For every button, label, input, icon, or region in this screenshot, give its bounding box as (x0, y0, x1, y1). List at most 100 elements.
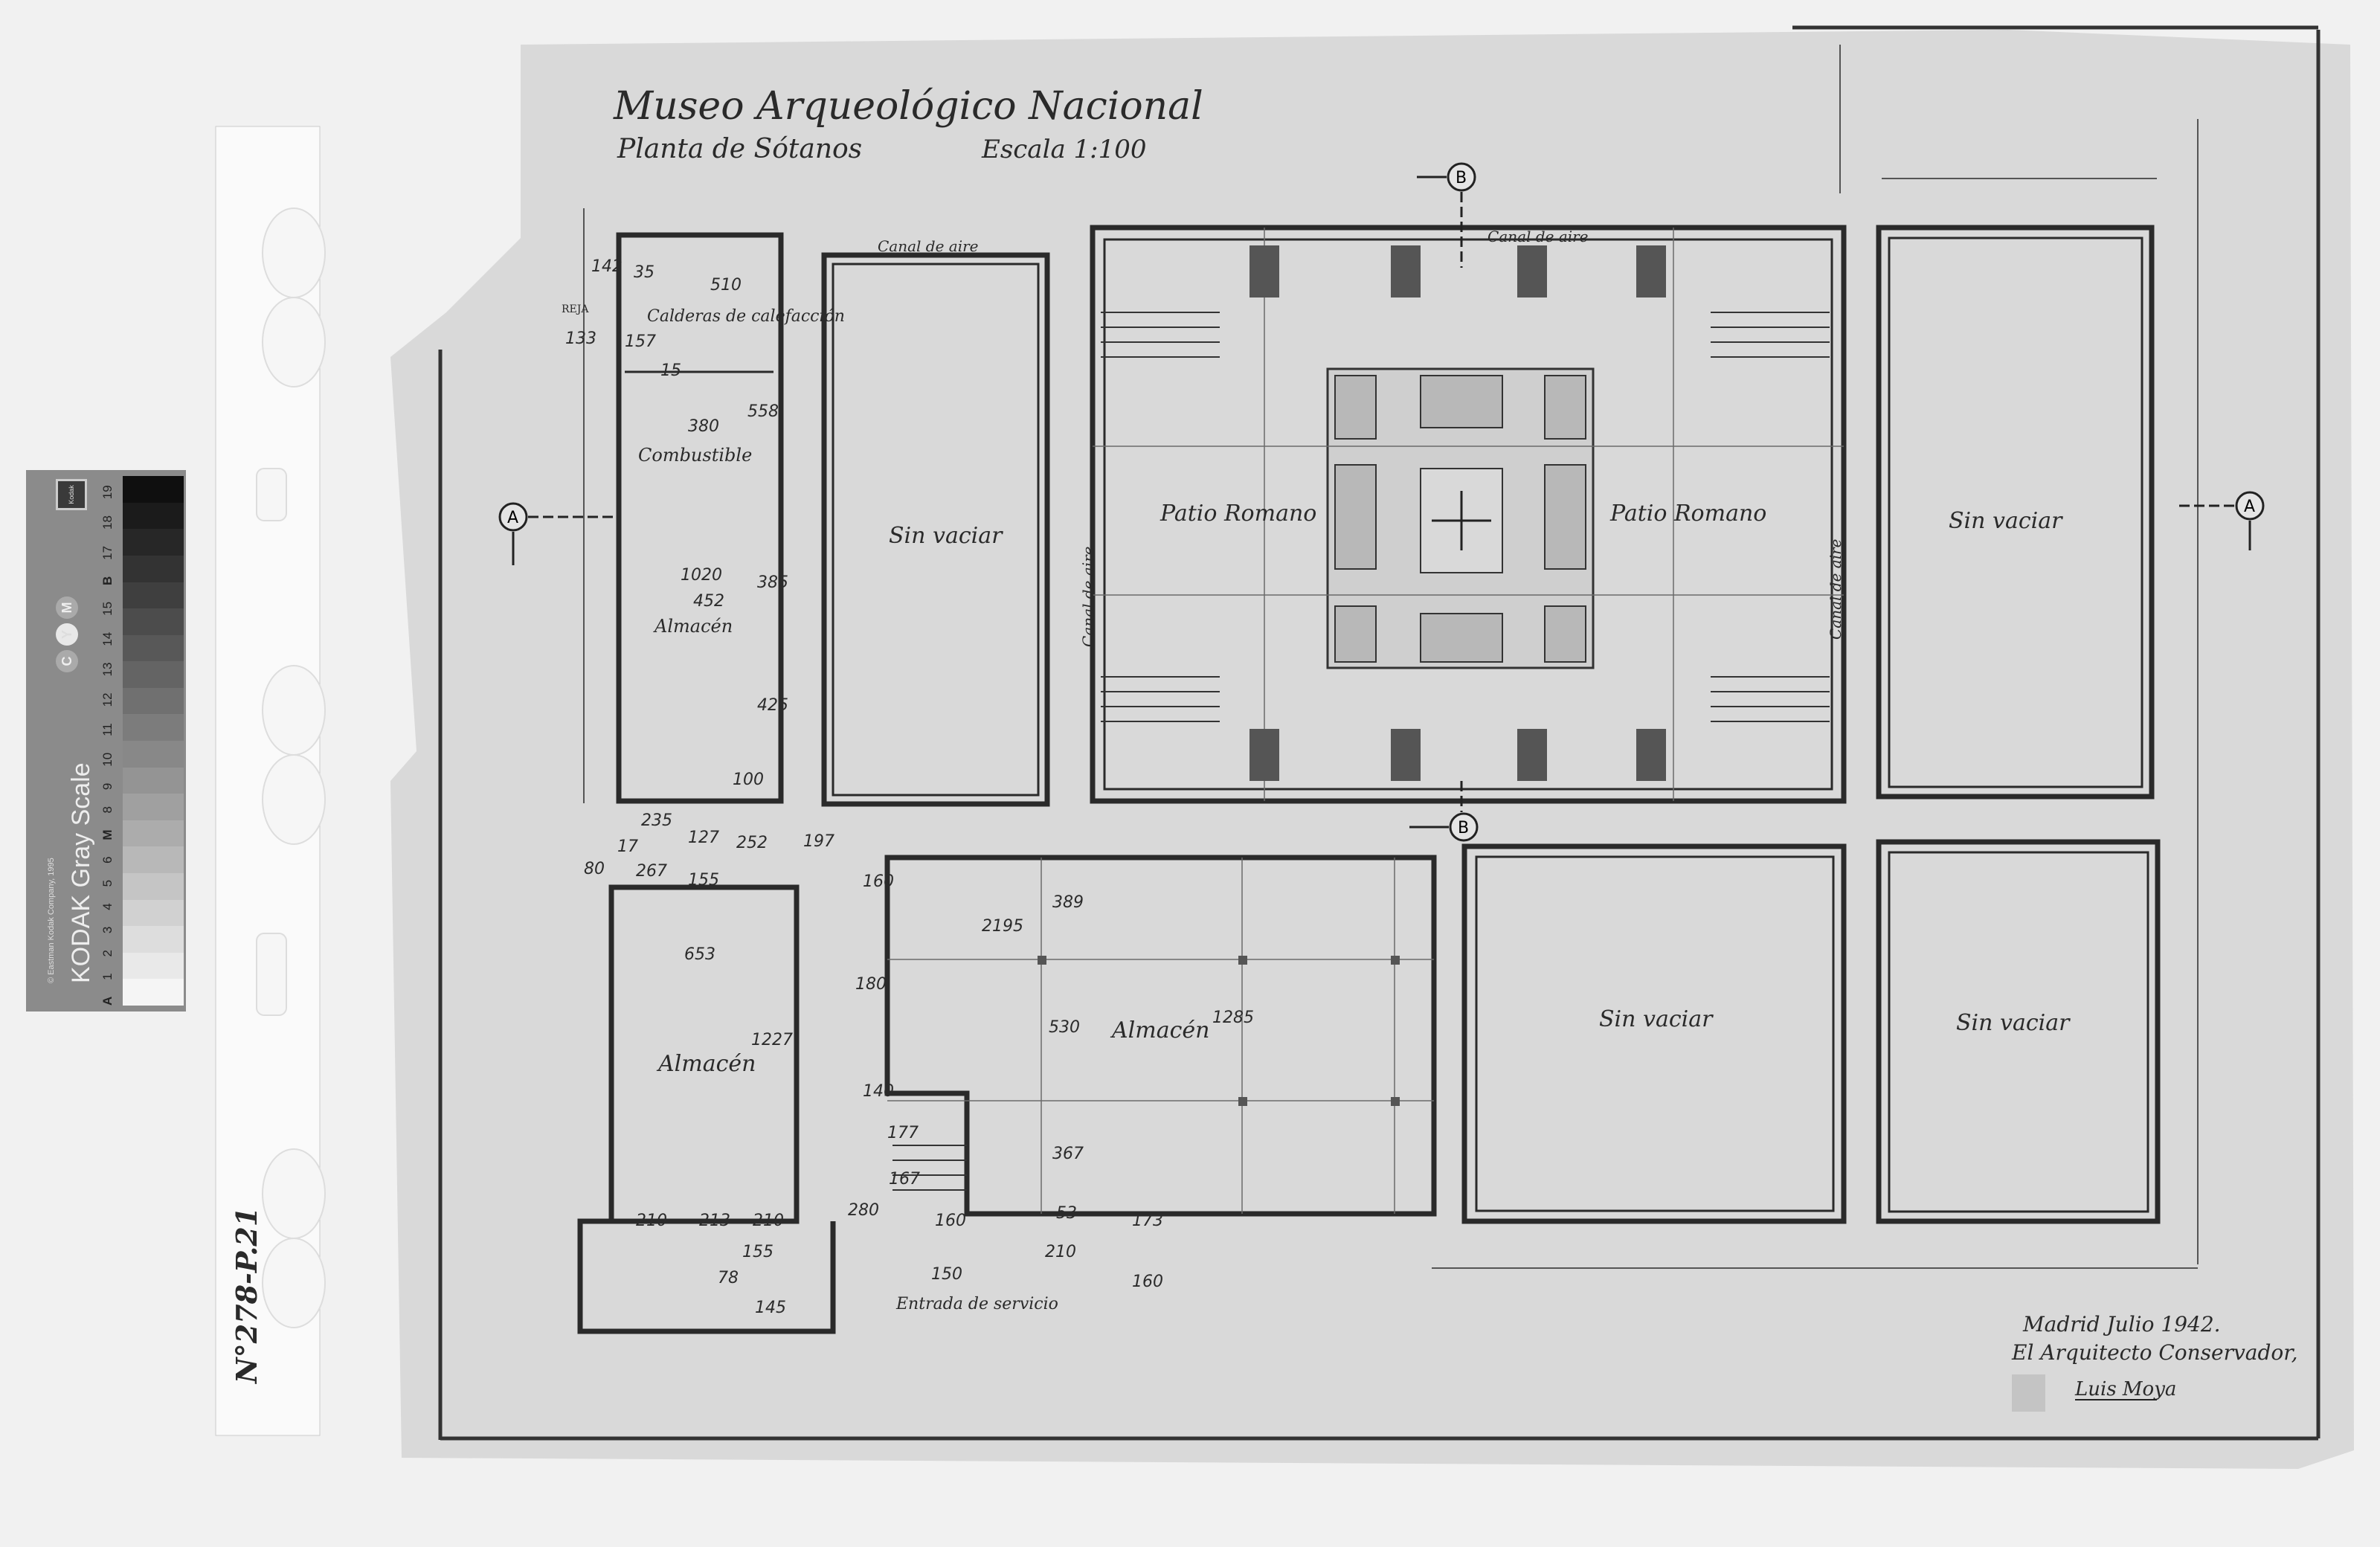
room-label-combustible: Combustible (638, 445, 752, 466)
gray-patches (123, 476, 184, 1006)
patch-label: 15 (100, 601, 115, 616)
color-dots: C Y M (56, 596, 78, 672)
sin-vaciar-room-1 (821, 252, 1050, 807)
gray-patch (123, 687, 184, 715)
patch-label: 6 (100, 856, 115, 863)
dimension: 160 (935, 1212, 966, 1230)
room-label-patio-romano-1: Patio Romano (1160, 501, 1316, 527)
gray-patch (123, 820, 184, 847)
room-label-almacen-upper: Almacén (653, 616, 733, 637)
dimension: 385 (757, 573, 788, 592)
gray-patch (123, 899, 184, 927)
room-label-sin-vaciar-2: Sin vaciar (1949, 508, 2063, 534)
room-label-almacen-left: Almacén (656, 1051, 756, 1077)
room-label-patio-romano-2: Patio Romano (1609, 501, 1766, 527)
kodak-logo: Kodak (56, 479, 87, 510)
dimension: 530 (1049, 1018, 1080, 1037)
sleeve-holes (256, 208, 326, 1328)
structural-grid (887, 228, 1844, 1214)
sin-vaciar-room-4 (1876, 839, 2161, 1224)
patch-label: 10 (100, 752, 115, 767)
patch-label: 13 (100, 662, 115, 677)
signature-place-date: Madrid Julio 1942. (2022, 1312, 2221, 1337)
patch-label: M (100, 829, 115, 840)
patch-label: 9 (100, 782, 115, 791)
archive-number: N°278-P.21 (230, 1207, 263, 1384)
sin-vaciar-room-2 (1876, 225, 2155, 800)
dimension: 213 (699, 1212, 730, 1230)
dimension: 380 (688, 417, 719, 436)
boiler-wing (616, 232, 784, 804)
yellow-dot: Y (56, 623, 78, 646)
dimension: 173 (1132, 1212, 1163, 1230)
room-label-entrada-servicio: Entrada de servicio (895, 1295, 1058, 1313)
patch-label: 4 (100, 903, 115, 910)
patch-label: 2 (100, 949, 115, 957)
dimension: 267 (636, 862, 667, 881)
patch-label: 5 (100, 879, 115, 887)
paper-sheet (390, 30, 2354, 1469)
gray-patch (123, 634, 184, 662)
almacen-left-room (608, 884, 800, 1224)
dimension: 100 (733, 771, 764, 789)
signature-role: El Arquitecto Conservador, (2011, 1340, 2297, 1365)
dimension: 53 (1056, 1204, 1077, 1223)
patch-label: 12 (100, 692, 115, 707)
gray-patch (123, 529, 184, 556)
dimension: 367 (1052, 1145, 1084, 1163)
almacen-main-room (884, 855, 1437, 1217)
dimension: 653 (684, 945, 715, 964)
label-canal-de-aire-2: Canal de aire (1488, 228, 1589, 245)
patio-romano-enclosure (1090, 225, 1847, 804)
label-canal-de-aire-4: Canal de aire (1827, 539, 1844, 640)
dimension: 1227 (751, 1031, 793, 1049)
magenta-dot: M (56, 596, 78, 619)
dimension: 1020 (681, 566, 722, 585)
label-reja: REJA (562, 303, 589, 315)
gray-patch (123, 979, 184, 1006)
sheet-border (438, 25, 2320, 1441)
dimension: 80 (584, 860, 605, 878)
drawing-title: Museo Arqueológico Nacional (613, 84, 1203, 129)
dimension: 142 (591, 257, 623, 276)
gray-patch (123, 952, 184, 980)
dimension: 235 (641, 811, 672, 830)
room-label-almacen-main: Almacén (1110, 1017, 1209, 1043)
room-label-sin-vaciar-1: Sin vaciar (889, 523, 1003, 549)
dimension: 15 (660, 361, 681, 380)
gray-patch (123, 476, 184, 503)
signature-name: Luis Moya (2074, 1378, 2176, 1400)
section-marker-a-left: A (507, 509, 518, 527)
dimension: 155 (688, 871, 719, 890)
signature-block: Madrid Julio 1942. El Arquitecto Conserv… (2011, 1312, 2297, 1412)
walls (577, 225, 2161, 1334)
dimension: 35 (634, 263, 654, 282)
cyan-dot: C (56, 650, 78, 672)
gray-patch (123, 608, 184, 635)
drawing-subtitle: Planta de Sótanos (617, 134, 862, 164)
stairs (892, 312, 1830, 1191)
gray-patch (123, 582, 184, 609)
gray-patch (123, 846, 184, 874)
dimension: 558 (747, 402, 779, 421)
drawing-scale: Escala 1:100 (981, 135, 1147, 164)
dimension: 155 (742, 1243, 774, 1261)
dimension: 140 (863, 1082, 894, 1101)
dimension: 180 (855, 975, 887, 994)
patch-label: 1 (100, 973, 115, 980)
dimension: 210 (1045, 1243, 1076, 1261)
dimension: 452 (693, 592, 724, 611)
dimension: 78 (718, 1269, 739, 1287)
section-marker-b-bottom: B (1458, 819, 1469, 837)
gray-patch (123, 661, 184, 688)
dimension: 160 (863, 872, 894, 891)
kodak-copyright: © Eastman Kodak Company, 1995 (47, 858, 56, 983)
dimension: 197 (803, 832, 834, 851)
section-marker-b-top: B (1456, 169, 1467, 187)
dimension-labels: 142 35 510 133 157 15 380 558 1020 452 3… (565, 257, 1254, 1317)
section-marker-a-right: A (2244, 498, 2255, 516)
gray-patch (123, 767, 184, 794)
